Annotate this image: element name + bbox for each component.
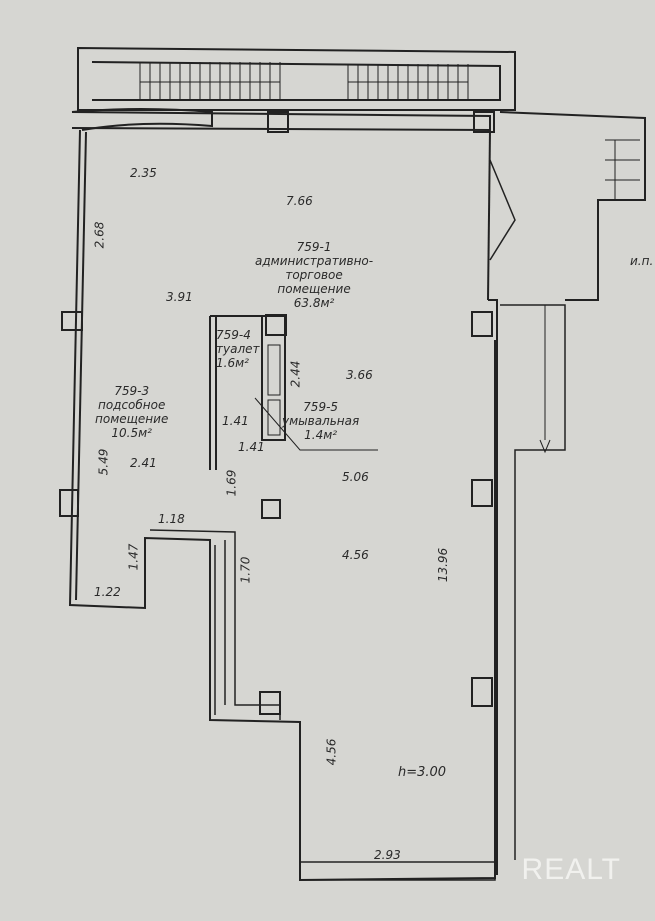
room-area: 10.5м² — [111, 426, 152, 440]
dimension: 1.41 — [238, 440, 265, 454]
dimension: 1.22 — [94, 585, 121, 599]
room-id: 759-1 — [296, 240, 332, 254]
room-name: помещение — [277, 282, 351, 296]
room-area: 63.8м² — [293, 296, 335, 310]
room-name: туалет — [216, 342, 260, 356]
dimension: 4.56 — [342, 548, 369, 562]
room-id: 759-4 — [216, 328, 251, 342]
ceiling-height: h=3.00 — [398, 765, 447, 780]
dimension: 5.49 — [96, 448, 111, 476]
dimension: 1.41 — [222, 414, 249, 428]
room-759-3-label: 759-3 подсобное помещение 10.5м² — [95, 384, 168, 440]
dimension: 2.35 — [130, 166, 157, 180]
room-759-5-label: 759-5 умывальная 1.4м² — [282, 400, 359, 442]
dimension: 13.96 — [436, 547, 451, 583]
room-name: подсобное — [97, 398, 166, 412]
room-area: 1.6м² — [216, 356, 249, 370]
dimension: 2.44 — [288, 360, 303, 388]
room-id: 759-5 — [303, 400, 339, 414]
dimension: 5.06 — [342, 470, 369, 484]
room-name: помещение — [95, 412, 169, 426]
dimension: 4.56 — [324, 738, 339, 766]
dimension: 1.18 — [158, 512, 185, 526]
dimension: 3.91 — [166, 290, 193, 304]
dimension: 1.47 — [126, 543, 141, 571]
dimension: 3.66 — [346, 368, 373, 382]
dimension: 2.41 — [130, 456, 157, 470]
room-759-1-label: 759-1 административно- торговое помещени… — [255, 240, 373, 310]
room-area: 1.4м² — [304, 428, 338, 442]
dimension: 1.70 — [238, 556, 253, 584]
room-name: торговое — [285, 268, 343, 282]
dimension: 7.66 — [286, 194, 313, 208]
watermark-logo: REALT — [521, 853, 621, 886]
dimension: 2.93 — [374, 848, 401, 862]
room-name: умывальная — [282, 414, 360, 428]
note: и.п. — [630, 254, 654, 268]
room-name: административно- — [255, 254, 374, 268]
room-759-4-label: 759-4 туалет 1.6м² — [216, 328, 260, 370]
dimension: 1.69 — [224, 469, 239, 497]
room-id: 759-3 — [114, 384, 150, 398]
dimension: 2.68 — [92, 221, 107, 249]
